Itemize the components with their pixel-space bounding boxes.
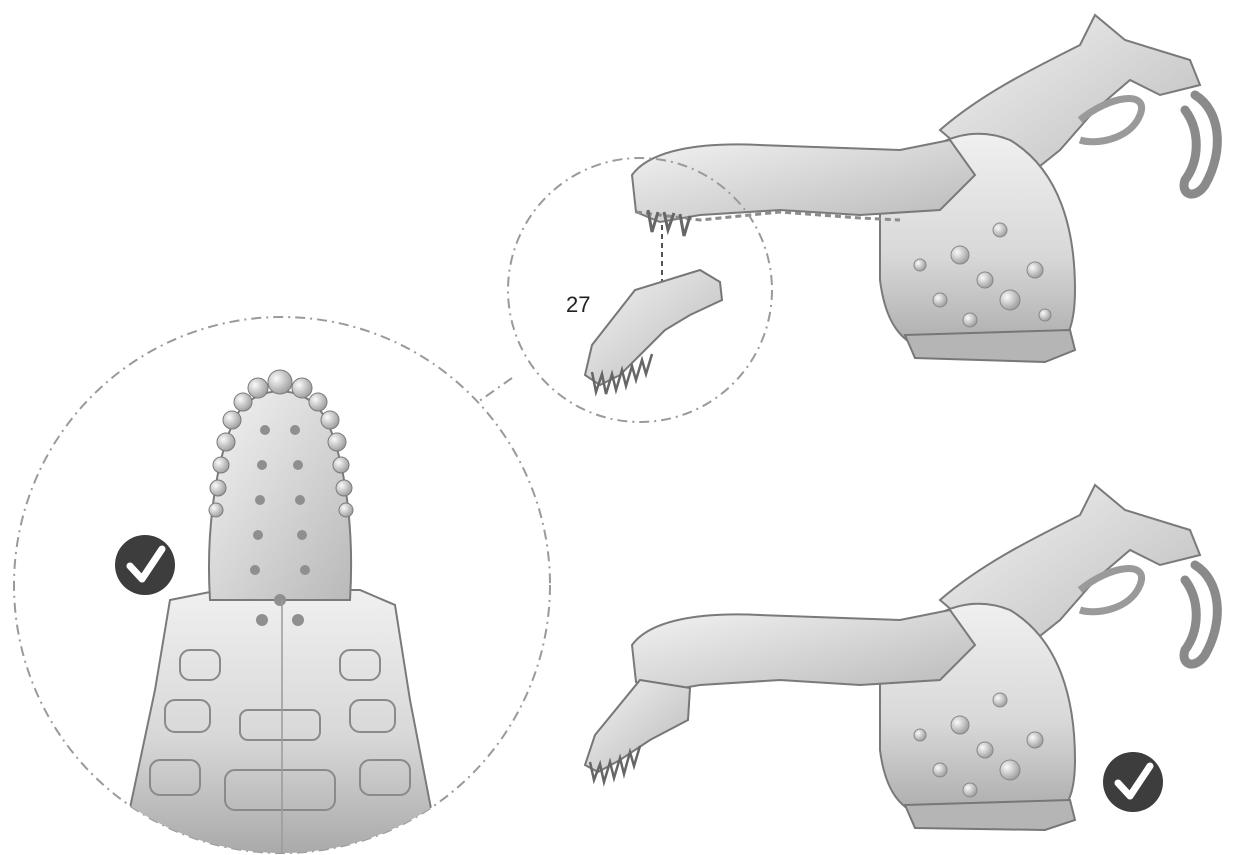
top-model-tail-hook (1184, 95, 1217, 194)
lower-jaw-part (585, 270, 722, 385)
checkmark-icon (1103, 752, 1163, 812)
checkmark-icon (115, 535, 175, 595)
bottom-model (585, 485, 1217, 830)
detail-checkmark-badge (115, 535, 175, 595)
assembled-checkmark-badge (1103, 752, 1163, 812)
bottom-model-base (905, 800, 1075, 830)
detail-head-block (120, 590, 440, 855)
top-model-head (632, 140, 975, 222)
bottom-model-head (632, 610, 975, 692)
bottom-model-tail-hook (1184, 565, 1217, 664)
detail-view (14, 317, 550, 855)
part-number-label: 27 (566, 292, 590, 318)
top-model (632, 15, 1217, 362)
top-model-base (905, 330, 1075, 362)
